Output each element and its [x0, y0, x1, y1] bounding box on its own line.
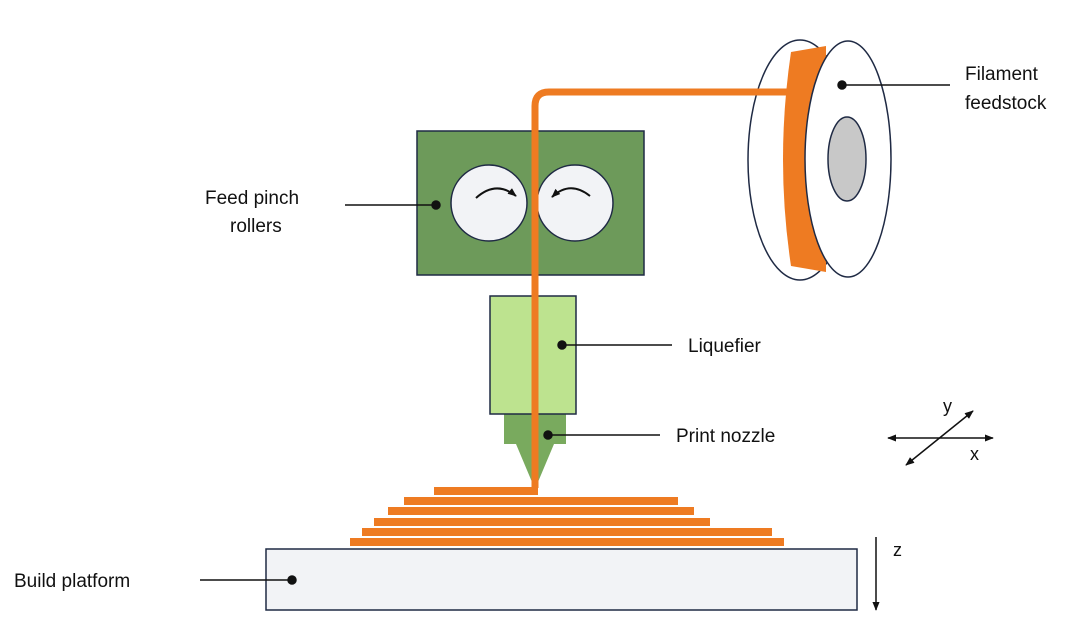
label-build-platform: Build platform — [14, 571, 130, 592]
y-axis-arrow — [905, 410, 974, 466]
label-print-nozzle: Print nozzle — [676, 426, 775, 447]
leader-dot — [431, 200, 441, 210]
pinch-roller-left — [450, 164, 528, 242]
pinch-roller-right — [536, 164, 614, 242]
printed-layer — [404, 497, 678, 505]
label-liquefier: Liquefier — [688, 336, 762, 357]
rotation-arrow-icon — [475, 187, 517, 199]
printed-layers — [350, 487, 784, 546]
axis-label-z: z — [893, 540, 902, 560]
axis-label-y: y — [943, 396, 952, 416]
filament-spool — [747, 39, 892, 281]
leader-dot — [557, 340, 567, 350]
printed-layer — [434, 487, 538, 495]
label-feed-line2: rollers — [230, 216, 282, 237]
build-platform — [265, 548, 858, 611]
leader-dot — [837, 80, 847, 90]
label-filament-line2: feedstock — [965, 93, 1047, 114]
spool-hub — [827, 116, 867, 202]
printed-layer — [350, 538, 784, 546]
rotation-arrow-icon — [551, 187, 591, 198]
label-feed-line1: Feed pinch — [205, 188, 299, 209]
printed-layer — [362, 528, 772, 536]
xy-axes-icon — [887, 410, 994, 466]
filament-strand — [531, 88, 790, 488]
printed-layer — [374, 518, 710, 526]
axis-label-x: x — [970, 444, 979, 464]
printed-layer — [388, 507, 694, 515]
leader-dot — [543, 430, 553, 440]
label-filament-line1: Filament — [965, 64, 1039, 85]
leader-dot — [287, 575, 297, 585]
